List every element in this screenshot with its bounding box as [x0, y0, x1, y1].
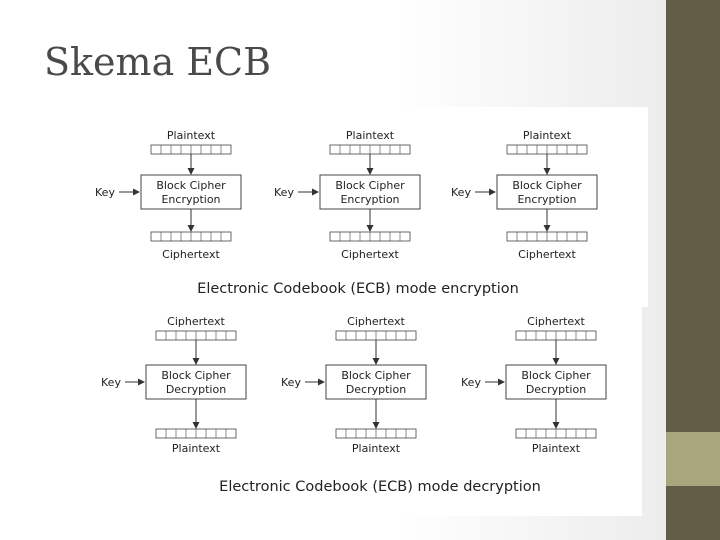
- encryption-bottom-label: Ciphertext: [341, 248, 399, 261]
- decryption-cipher-box: [325, 364, 427, 400]
- encryption-cipher-box-line1: Block Cipher: [512, 179, 582, 192]
- encryption-cipher-box: [319, 174, 421, 210]
- encryption-bottom-label: Ciphertext: [518, 248, 576, 261]
- encryption-bottom-label: Ciphertext: [162, 248, 220, 261]
- decryption-cipher-box-line2: Decryption: [166, 383, 226, 396]
- decryption-key-label: Key: [461, 376, 481, 389]
- encryption-key-label: Key: [451, 186, 471, 199]
- decryption-top-label: Ciphertext: [527, 315, 585, 328]
- right-decor-accent: [666, 432, 720, 486]
- encryption-key-label: Key: [95, 186, 115, 199]
- encryption-cipher-box-line1: Block Cipher: [335, 179, 405, 192]
- decryption-cipher-box-line1: Block Cipher: [161, 369, 231, 382]
- encryption-top-label: Plaintext: [346, 129, 395, 142]
- decryption-bottom-label: Plaintext: [172, 442, 221, 455]
- decryption-cipher-box-line2: Decryption: [526, 383, 586, 396]
- encryption-top-label: Plaintext: [523, 129, 572, 142]
- decryption-cipher-box-line1: Block Cipher: [341, 369, 411, 382]
- encryption-cipher-box-line2: Encryption: [161, 193, 220, 206]
- decryption-caption: Electronic Codebook (ECB) mode decryptio…: [219, 479, 541, 495]
- decryption-cipher-box: [145, 364, 247, 400]
- encryption-cipher-box-line2: Encryption: [517, 193, 576, 206]
- encryption-top-label: Plaintext: [167, 129, 216, 142]
- decryption-bottom-label: Plaintext: [352, 442, 401, 455]
- decryption-top-label: Ciphertext: [167, 315, 225, 328]
- encryption-cipher-box: [140, 174, 242, 210]
- decryption-key-label: Key: [101, 376, 121, 389]
- decryption-cipher-box-line2: Decryption: [346, 383, 406, 396]
- encryption-cipher-box: [496, 174, 598, 210]
- decryption-cipher-box-line1: Block Cipher: [521, 369, 591, 382]
- encryption-cipher-box-line1: Block Cipher: [156, 179, 226, 192]
- encryption-key-label: Key: [274, 186, 294, 199]
- encryption-cipher-box-line2: Encryption: [340, 193, 399, 206]
- slide-title: Skema ECB: [44, 40, 272, 84]
- decryption-bottom-label: Plaintext: [532, 442, 581, 455]
- decryption-key-label: Key: [281, 376, 301, 389]
- decryption-top-label: Ciphertext: [347, 315, 405, 328]
- encryption-caption: Electronic Codebook (ECB) mode encryptio…: [197, 281, 519, 297]
- decryption-cipher-box: [505, 364, 607, 400]
